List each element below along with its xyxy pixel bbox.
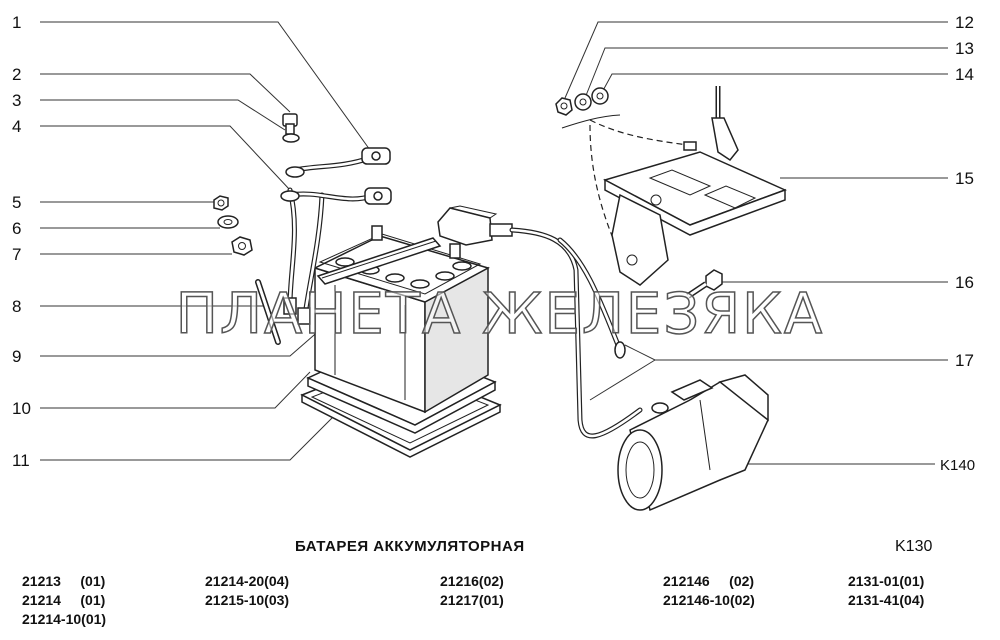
model-column-3: 21216(02) 21217(01) (440, 572, 504, 610)
callout-13: 13 (955, 39, 974, 58)
model-column-2: 21214-20(04) 21215-10(03) (205, 572, 289, 610)
diagram-title: БАТАРЕЯ АККУМУЛЯТОРНАЯ (295, 538, 525, 555)
callouts-left: 1 2 3 4 5 6 7 8 9 10 11 (12, 13, 31, 470)
model-entry: 21214 (01) (22, 592, 106, 608)
callout-2: 2 (12, 65, 21, 84)
model-entry: 212146-10(02) (663, 592, 755, 608)
model-entry: 21214-20(04) (205, 573, 290, 589)
battery-bracket-part (603, 86, 787, 286)
nuts-washers-left-part (213, 195, 253, 256)
model-entry: 2131-41(04) (848, 592, 925, 608)
model-entry: 21216(02) (440, 573, 504, 589)
starter-motor-part (617, 374, 769, 512)
callout-7: 7 (12, 245, 21, 264)
callout-16: 16 (955, 273, 974, 292)
model-entry: 2131-01(01) (848, 573, 925, 589)
model-list: 21213 (01) 21214 (01) 21214-10(01) 21214… (0, 572, 1000, 638)
positive-cable-part (437, 205, 669, 439)
model-column-5: 2131-01(01) 2131-41(04) (848, 572, 924, 610)
page-code: K130 (895, 538, 933, 555)
model-column-4: 212146 (02) 212146-10(02) (663, 572, 755, 610)
terminal-bolt-part (282, 113, 300, 143)
nuts-washers-right-part (555, 87, 689, 256)
callout-1: 1 (12, 13, 21, 32)
callout-17: 17 (955, 351, 974, 370)
bracket-bolt-part (686, 269, 723, 299)
callouts-right: 12 13 14 15 16 17 K140 (940, 13, 975, 474)
callout-6: 6 (12, 219, 21, 238)
callout-14: 14 (955, 65, 974, 84)
callout-11: 11 (12, 451, 30, 470)
model-entry: 21217(01) (440, 592, 504, 608)
model-entry: 212146 (02) (663, 573, 755, 589)
model-entry: 21214-10(01) (22, 611, 107, 627)
callout-15: 15 (955, 169, 974, 188)
model-entry: 21213 (01) (22, 573, 106, 589)
callout-9: 9 (12, 347, 21, 366)
battery-body-part (312, 225, 490, 414)
callout-10: 10 (12, 399, 31, 418)
callout-5: 5 (12, 193, 21, 212)
hold-down-rod-part (255, 279, 281, 345)
watermark-text: ПЛАНЕТА ЖЕЛЕЗЯКА (175, 281, 825, 348)
callout-k140: K140 (940, 457, 975, 474)
model-column-1: 21213 (01) 21214 (01) 21214-10(01) (22, 572, 106, 629)
battery-cables-part (280, 147, 392, 325)
callout-12: 12 (955, 13, 974, 32)
hold-down-bar-part (316, 237, 442, 285)
callout-4: 4 (12, 117, 21, 136)
model-entry: 21215-10(03) (205, 592, 290, 608)
callout-8: 8 (12, 297, 21, 316)
callout-3: 3 (12, 91, 21, 110)
